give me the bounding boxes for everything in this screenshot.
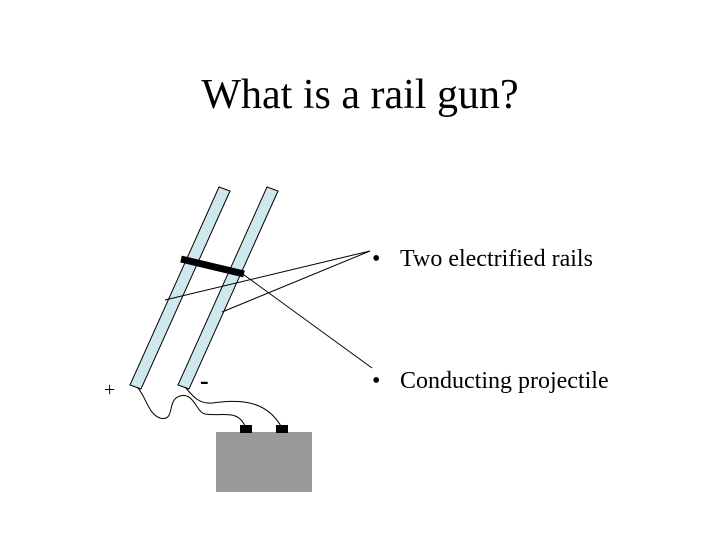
left-rail <box>129 186 231 390</box>
battery <box>216 432 312 492</box>
bullet-dot: • <box>372 368 381 394</box>
bullet-text: Two electrified rails <box>400 246 593 272</box>
conducting-projectile <box>180 255 245 278</box>
slide-title: What is a rail gun? <box>201 72 519 118</box>
rails-pointer-line-2 <box>221 250 371 313</box>
projectile-pointer-line <box>239 271 373 369</box>
bullet-item-projectile: • Conducting projectile <box>372 366 609 396</box>
battery-terminal-right <box>276 425 288 433</box>
bullet-dot: • <box>372 246 381 272</box>
bullet-text: Conducting projectile <box>400 368 609 394</box>
negative-wire <box>184 386 283 429</box>
positive-wire <box>136 386 247 429</box>
bullet-item-rails: • Two electrified rails <box>372 244 593 274</box>
right-rail <box>177 186 279 390</box>
plus-label: + <box>104 379 116 401</box>
battery-terminal-left <box>240 425 252 433</box>
minus-label: - <box>200 366 209 395</box>
rails-pointer-line-1 <box>164 250 371 301</box>
